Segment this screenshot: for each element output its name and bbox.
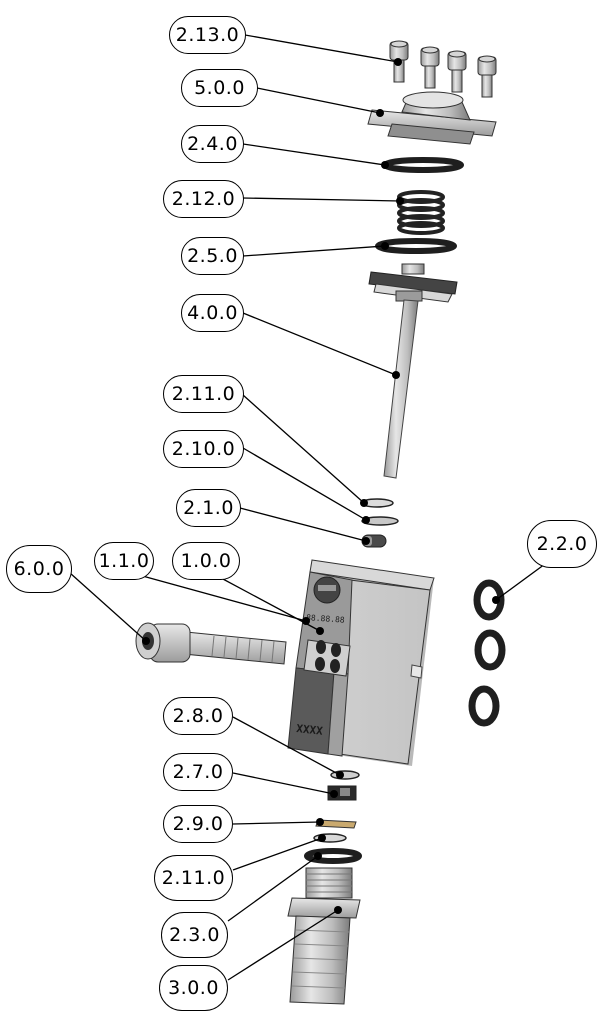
- o-rings-2-2-part: [468, 579, 506, 727]
- leader-dots: [142, 58, 500, 914]
- long-screw-part: [135, 622, 287, 665]
- callout-2-1-0: 2.1.0: [176, 489, 241, 527]
- valve-body-part: 88.88.88 XXXX: [287, 559, 435, 766]
- callout-2-8-0: 2.8.0: [163, 697, 233, 735]
- fitting-part: [287, 867, 361, 1005]
- svg-text:88.88.88: 88.88.88: [306, 613, 345, 625]
- callout-3-0-0: 3.0.0: [159, 965, 228, 1011]
- callout-2-13-0: 2.13.0: [169, 16, 246, 54]
- callout-1-1-0: 1.1.0: [94, 542, 154, 580]
- piston-part: [368, 263, 458, 479]
- callout-2-11-0-top: 2.11.0: [163, 375, 244, 413]
- body-marking: XXXX: [296, 722, 324, 738]
- o-ring-2-4-part: [382, 157, 464, 173]
- callout-5-0-0: 5.0.0: [181, 69, 258, 107]
- callout-2-3-0: 2.3.0: [161, 912, 228, 958]
- callout-6-0-0: 6.0.0: [6, 545, 72, 593]
- callout-2-5-0: 2.5.0: [181, 237, 244, 275]
- callout-4-0-0: 4.0.0: [181, 294, 244, 332]
- o-ring-2-5-part: [375, 238, 457, 254]
- callout-2-2-0: 2.2.0: [527, 520, 597, 568]
- callout-2-10-0: 2.10.0: [163, 430, 244, 468]
- callout-2-9-0: 2.9.0: [163, 805, 233, 843]
- small-parts-lower-part: [304, 770, 362, 864]
- spring-part: [397, 190, 445, 235]
- callout-2-7-0: 2.7.0: [163, 753, 233, 791]
- callout-2-11-0-bottom: 2.11.0: [154, 855, 233, 901]
- cover-part: [367, 91, 497, 145]
- callout-2-4-0: 2.4.0: [181, 125, 244, 163]
- callout-1-0-0: 1.0.0: [172, 542, 240, 580]
- callout-2-12-0: 2.12.0: [163, 180, 244, 218]
- screws-part: [389, 40, 497, 98]
